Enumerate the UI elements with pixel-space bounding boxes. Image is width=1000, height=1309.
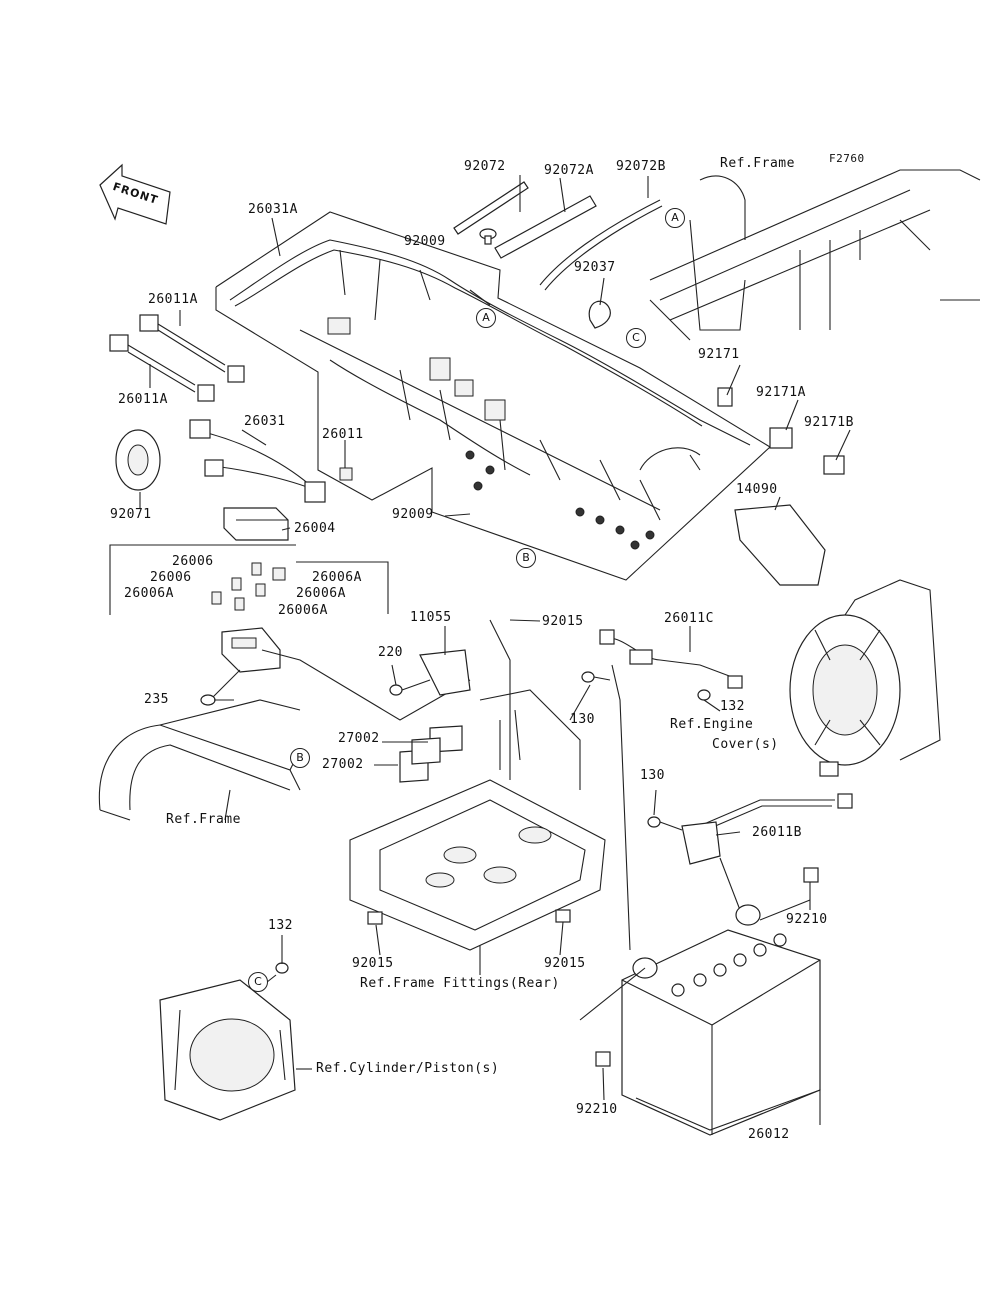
clips-92171 [717,387,845,475]
part-130-b: 130 [640,768,665,783]
part-26011C: 26011C [664,611,714,626]
ref-engine-cover-2: Cover(s) [712,737,779,752]
part-26011: 26011 [322,427,364,442]
part-92072: 92072 [464,159,506,174]
callout-b-frame: B [290,748,310,768]
part-92171: 92171 [698,347,740,362]
ref-engine-cover-1: Ref.Engine [670,717,754,732]
relays-27002 [399,725,463,783]
harness-enclosure-lines [215,211,771,581]
part-26012: 26012 [748,1127,790,1142]
part-92171B: 92171B [804,415,854,430]
battery-case [349,619,606,951]
part-26006-2: 26006 [150,570,192,585]
part-26011A-bottom: 26011A [118,392,168,407]
part-26006A-2: 26006A [124,586,174,601]
part-92015-br: 92015 [544,956,586,971]
part-92009-top: 92009 [404,234,446,249]
part-92009-mid: 92009 [392,507,434,522]
part-14090: 14090 [736,482,778,497]
cylinder-head [159,935,296,1121]
sensor-26011C [581,629,743,951]
part-26031: 26031 [244,414,286,429]
part-26006A-1: 26006A [312,570,362,585]
part-92171A: 92171A [756,385,806,400]
ref-frame-fittings-rear: Ref.Frame Fittings(Rear) [360,976,560,991]
part-26006-1: 26006 [172,554,214,569]
leader-lines [139,175,851,1131]
bolt-92009-top [479,228,497,245]
diagram-code: F2760 [829,152,865,165]
part-92037: 92037 [574,260,616,275]
part-132-a: 132 [720,699,745,714]
cover-14090 [734,504,826,586]
wiring-harness [229,239,751,550]
battery [579,867,821,1136]
callout-b-harness: B [516,548,536,568]
callout-c-harness: C [626,328,646,348]
frame-left [98,699,301,821]
part-92210-right: 92210 [786,912,828,927]
part-26011A-top: 26011A [148,292,198,307]
front-arrow-icon [99,163,171,225]
lead-26011B [647,761,853,911]
cable-ties [453,181,663,291]
flywheel-cover [789,579,941,766]
part-11055: 11055 [410,610,452,625]
fuse-box [223,507,289,541]
callout-a-harness: A [476,308,496,328]
part-92015-bl: 92015 [352,956,394,971]
part-92071: 92071 [110,507,152,522]
ref-frame-left: Ref.Frame [166,812,241,827]
part-235: 235 [144,692,169,707]
part-26006A-4: 26006A [278,603,328,618]
part-92210-left: 92210 [576,1102,618,1117]
callout-c-cylinder: C [248,972,268,992]
part-132-b: 132 [268,918,293,933]
sub-harnesses [109,314,326,503]
part-92015-top: 92015 [542,614,584,629]
part-26004: 26004 [294,521,336,536]
part-220: 220 [378,645,403,660]
part-26031A: 26031A [248,202,298,217]
fuse-group-bracket [109,544,389,615]
clamp-92037 [588,300,611,329]
part-26006A-3: 26006A [296,586,346,601]
part-27002-a: 27002 [338,731,380,746]
ref-frame-top: Ref.Frame [720,156,795,171]
part-92072A: 92072A [544,163,594,178]
ref-cylinder-piston: Ref.Cylinder/Piston(s) [316,1061,500,1076]
bracket-11055 [389,649,471,696]
frame-tube [649,169,981,341]
part-27002-b: 27002 [322,757,364,772]
part-92072B: 92072B [616,159,666,174]
junction-box [200,627,471,721]
callout-a-frame: A [665,208,685,228]
part-26011B: 26011B [752,825,802,840]
part-130-a: 130 [570,712,595,727]
